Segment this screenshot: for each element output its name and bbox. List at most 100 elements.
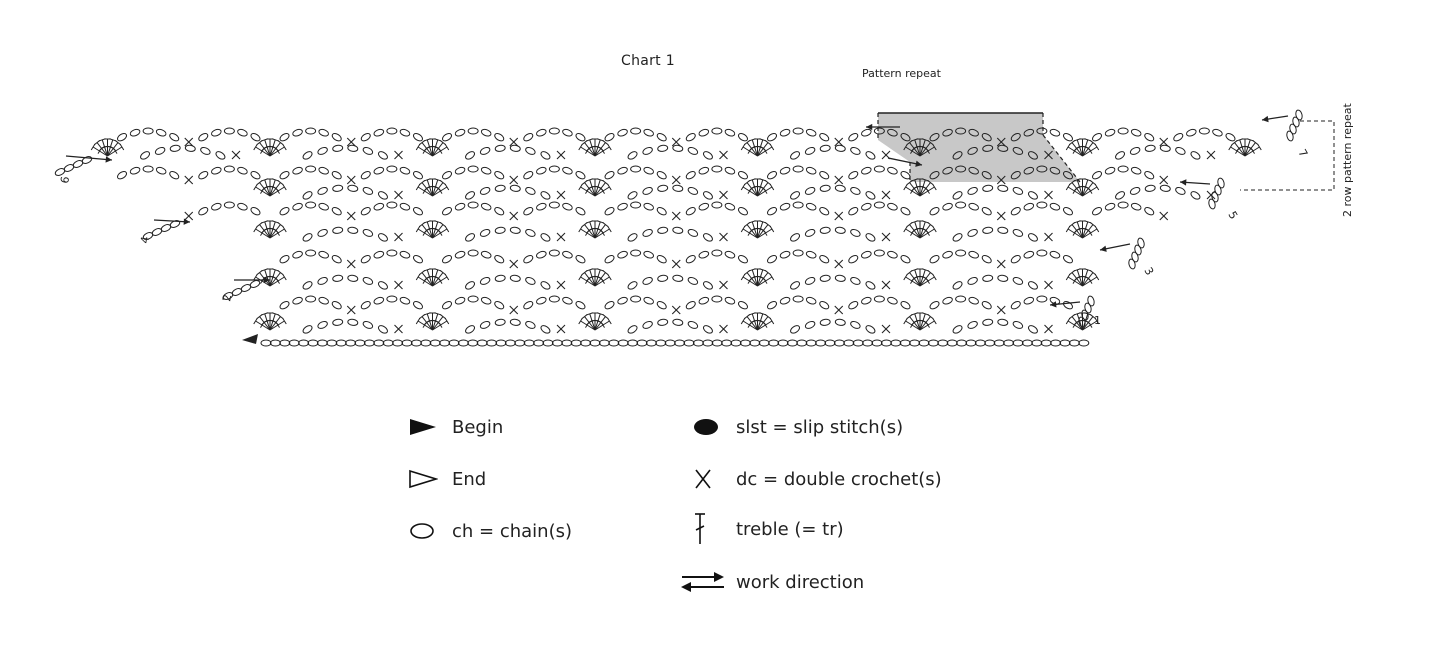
chain-stitch [617, 339, 629, 347]
stitch-row [253, 220, 1100, 242]
chain-stitch [997, 226, 1009, 234]
chain-stitch [429, 339, 441, 347]
double-crochet-stitch [394, 324, 403, 334]
double-crochet-stitch [1044, 190, 1053, 200]
chain-stitch [627, 233, 638, 242]
chain-stitch [1062, 133, 1073, 142]
chain-stitch [880, 339, 892, 347]
chain-stitch [1023, 250, 1035, 259]
chain-stitch [347, 144, 359, 152]
chain-stitch [302, 325, 313, 334]
chain-stitch [465, 281, 476, 290]
chain-stitch [942, 296, 953, 305]
chain-stitch [292, 166, 303, 175]
chain-stitch [140, 151, 151, 160]
chain-stitch [617, 296, 628, 305]
chain-stitch [604, 207, 615, 216]
chain-stitch [1129, 186, 1141, 195]
double-crochet-stitch [996, 175, 1006, 185]
chain-stitch [562, 128, 573, 137]
row-number: 5 [1225, 209, 1240, 222]
chain-stitch [392, 339, 404, 347]
chain-stitch [347, 226, 359, 234]
treble-fan [903, 268, 937, 287]
chain-stitch [687, 228, 699, 237]
chain-stitch [279, 133, 290, 142]
chain-stitch [630, 295, 642, 303]
double-crochet-stitch [346, 305, 356, 315]
chain-stitch [952, 325, 963, 334]
chain-stitch [779, 250, 791, 259]
chain-stitch [656, 301, 667, 310]
treble-fan [1065, 178, 1100, 197]
chain-stitch [1049, 202, 1061, 211]
treble-fan [415, 220, 450, 239]
pattern-repeat-box [877, 112, 1081, 183]
chain-stitch [1289, 123, 1297, 135]
chain-stitch [331, 207, 342, 216]
chain-stitch [737, 133, 748, 142]
chain-stitch [514, 339, 526, 347]
chain-stitch [494, 133, 505, 142]
chain-stitch [479, 276, 491, 285]
chain-stitch [792, 165, 804, 173]
chain-stitch [223, 165, 235, 173]
chain-stitch [1012, 320, 1024, 329]
chain-stitch [1092, 133, 1103, 142]
chain-stitch [1081, 309, 1089, 321]
chain-stitch [711, 295, 723, 303]
chain-stitch [617, 128, 628, 137]
chain-stitch [373, 339, 385, 347]
double-crochet-stitch [509, 137, 519, 147]
legend-end: End [408, 464, 486, 494]
chain-stitch [604, 255, 615, 264]
double-crochet-stitch [834, 259, 844, 269]
chain-stitch [630, 127, 642, 135]
treble-fan [1065, 220, 1100, 239]
double-crochet-stitch [556, 280, 566, 290]
chain-stitch [1010, 255, 1021, 264]
chain-stitch [804, 228, 816, 237]
chain-stitch [318, 128, 329, 137]
chain-stitch [873, 249, 885, 257]
chain-stitch [627, 191, 638, 200]
double-crochet-stitch [671, 137, 681, 147]
chain-stitch [1010, 301, 1021, 310]
chain-stitch [279, 207, 290, 216]
chain-stitch [362, 320, 374, 329]
treble-fan [90, 138, 125, 157]
chain-stitch [467, 165, 479, 173]
chain-stitch [331, 171, 342, 180]
chain-stitch [509, 274, 521, 282]
chain-stitch [575, 301, 586, 310]
chain-stitch [861, 202, 872, 211]
treble-icon [695, 513, 705, 544]
chain-stitch [548, 295, 560, 303]
chain-stitch [768, 339, 780, 347]
chain-stitch [643, 296, 654, 305]
chain-stitch [198, 133, 209, 142]
chain-stitch [307, 339, 319, 347]
double-crochet-stitch [719, 190, 728, 200]
chain-stitch [1190, 191, 1201, 200]
chain-stitch [955, 165, 967, 173]
foundation-chain [260, 339, 1090, 347]
chain-stitch [298, 339, 310, 347]
chain-stitch [1225, 133, 1236, 142]
chain-stitch [790, 151, 801, 160]
chain-stitch [1159, 184, 1171, 192]
chain-stitch [331, 301, 342, 310]
chain-stitch [1130, 166, 1142, 175]
chain-stitch [834, 318, 846, 326]
chain-stitch [873, 165, 885, 173]
chain-stitch [956, 339, 968, 347]
chain-stitch [331, 133, 342, 142]
chain-stitch [562, 296, 573, 305]
chain-stitch [698, 128, 710, 137]
double-crochet-stitch [996, 137, 1006, 147]
chain-stitch [657, 144, 669, 152]
chain-stitch [523, 133, 534, 142]
chain-stitch [702, 281, 713, 290]
chain-stitch [465, 325, 476, 334]
